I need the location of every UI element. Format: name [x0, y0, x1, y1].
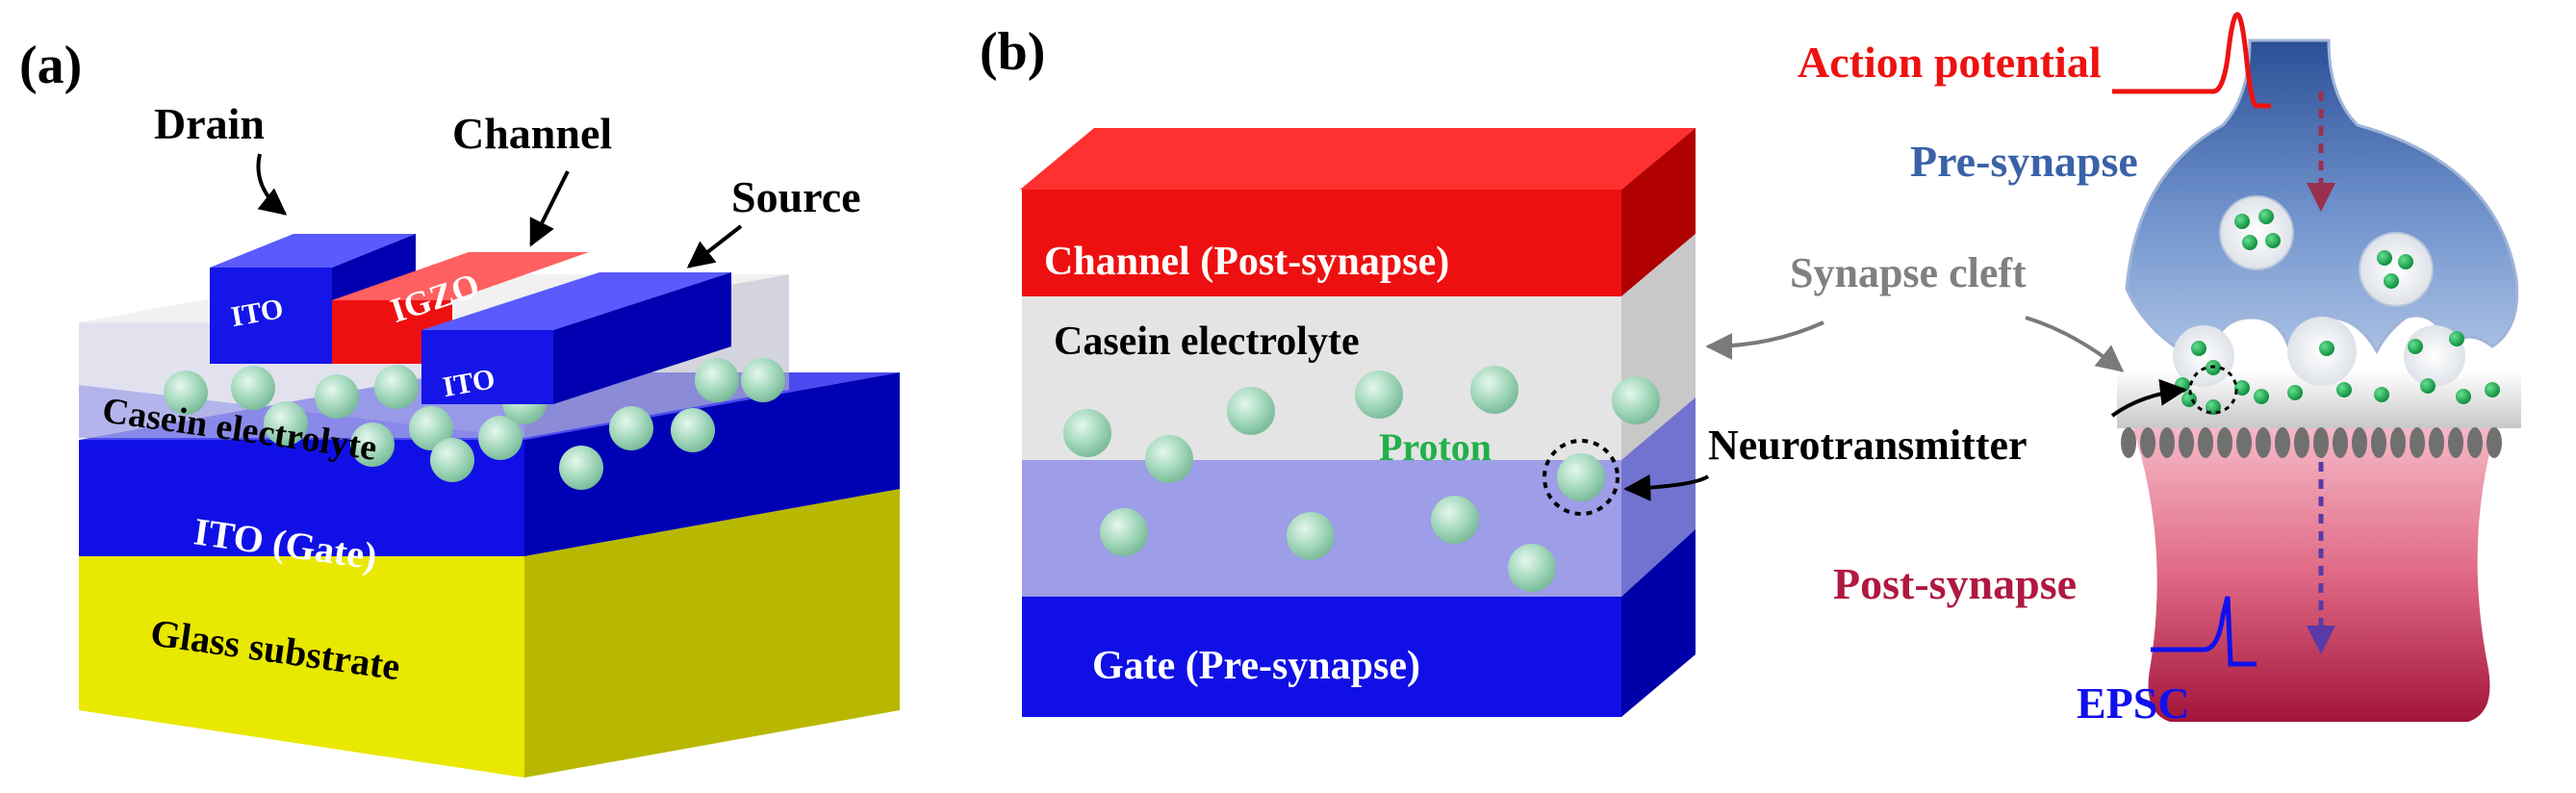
synapse-cleft-arrow-left [1705, 320, 1824, 360]
drain-arrow [256, 153, 288, 216]
proton-spheres-b [1063, 366, 1660, 592]
source-arrow [686, 224, 743, 269]
post-synapse-label: Post-synapse [1833, 559, 2077, 608]
neurotransmitter-arrow-right [2110, 378, 2187, 418]
source-drain-channel [210, 234, 731, 404]
channel-post-synapse-label: Channel (Post-synapse) [1044, 240, 1449, 284]
panel-b-label: (b) [980, 22, 1045, 82]
panel-a-label: (a) [19, 36, 82, 95]
epsc-label: EPSC [2077, 678, 2190, 728]
action-potential-waveform [2112, 12, 2271, 109]
epsc-waveform [2151, 596, 2257, 667]
channel-arrow [529, 170, 570, 247]
post-synapse-terminal [2131, 423, 2497, 722]
synapse-cleft-label: Synapse cleft [1790, 249, 2027, 296]
neurotransmitter-arrow-left [1623, 473, 1710, 501]
source-label: Source [731, 172, 861, 221]
proton-label: Proton [1379, 425, 1492, 469]
channel-label: Channel [452, 109, 612, 158]
panel-b: (b) [980, 12, 2521, 728]
synapse-illustration [2117, 38, 2521, 722]
synapse-cleft-arrow-right [2025, 316, 2125, 372]
drain-label: Drain [154, 99, 265, 148]
panel-a: (a) [19, 36, 900, 778]
neurotransmitter-label: Neurotransmitter [1708, 422, 2028, 469]
receptors [2121, 427, 2502, 458]
action-potential-label: Action potential [1798, 38, 2102, 87]
neurotransmitter-highlight-circle [2188, 365, 2238, 415]
casein-electrolyte-label-b: Casein electrolyte [1054, 320, 1360, 364]
gate-pre-synapse-label: Gate (Pre-synapse) [1092, 644, 1420, 688]
proton-highlight-circle [1543, 439, 1620, 516]
pre-synapse-label: Pre-synapse [1910, 137, 2138, 186]
device-cuboid [1020, 128, 1696, 717]
